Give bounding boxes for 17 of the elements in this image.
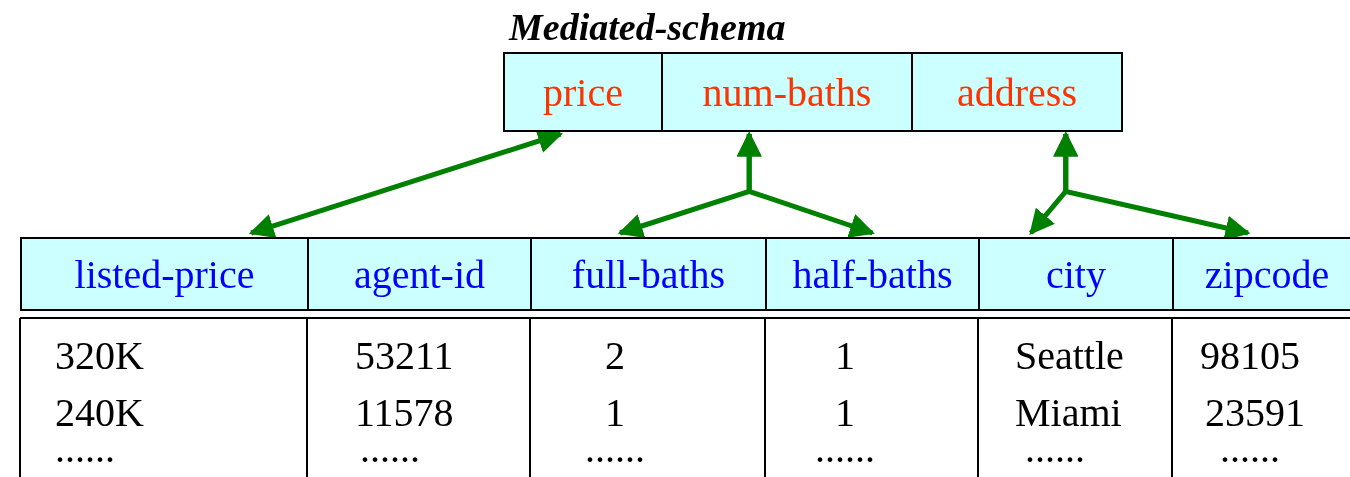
schema-attribute-cell: listed-price: [20, 237, 309, 311]
arrow: [736, 131, 875, 238]
schema-attribute-cell: half-baths: [765, 237, 980, 311]
table-value: 320K: [55, 332, 144, 379]
table-value: Seattle: [1015, 332, 1124, 379]
schema-attribute-cell: num-baths: [661, 52, 913, 132]
schema-attribute-cell: full-baths: [530, 237, 767, 311]
schema-attribute-cell: zipcode: [1172, 237, 1350, 311]
schema-attribute-cell: price: [503, 52, 663, 132]
schema-attribute-cell: agent-id: [307, 237, 532, 311]
schema-attribute-cell: address: [911, 52, 1123, 132]
table-value: 53211: [355, 332, 454, 379]
table-value: 1: [835, 332, 855, 379]
schema-attribute-cell: city: [978, 237, 1174, 311]
schema-title: Mediated-schema: [509, 5, 786, 49]
table-value: 98105: [1200, 332, 1300, 379]
table-value: 2: [605, 332, 625, 379]
